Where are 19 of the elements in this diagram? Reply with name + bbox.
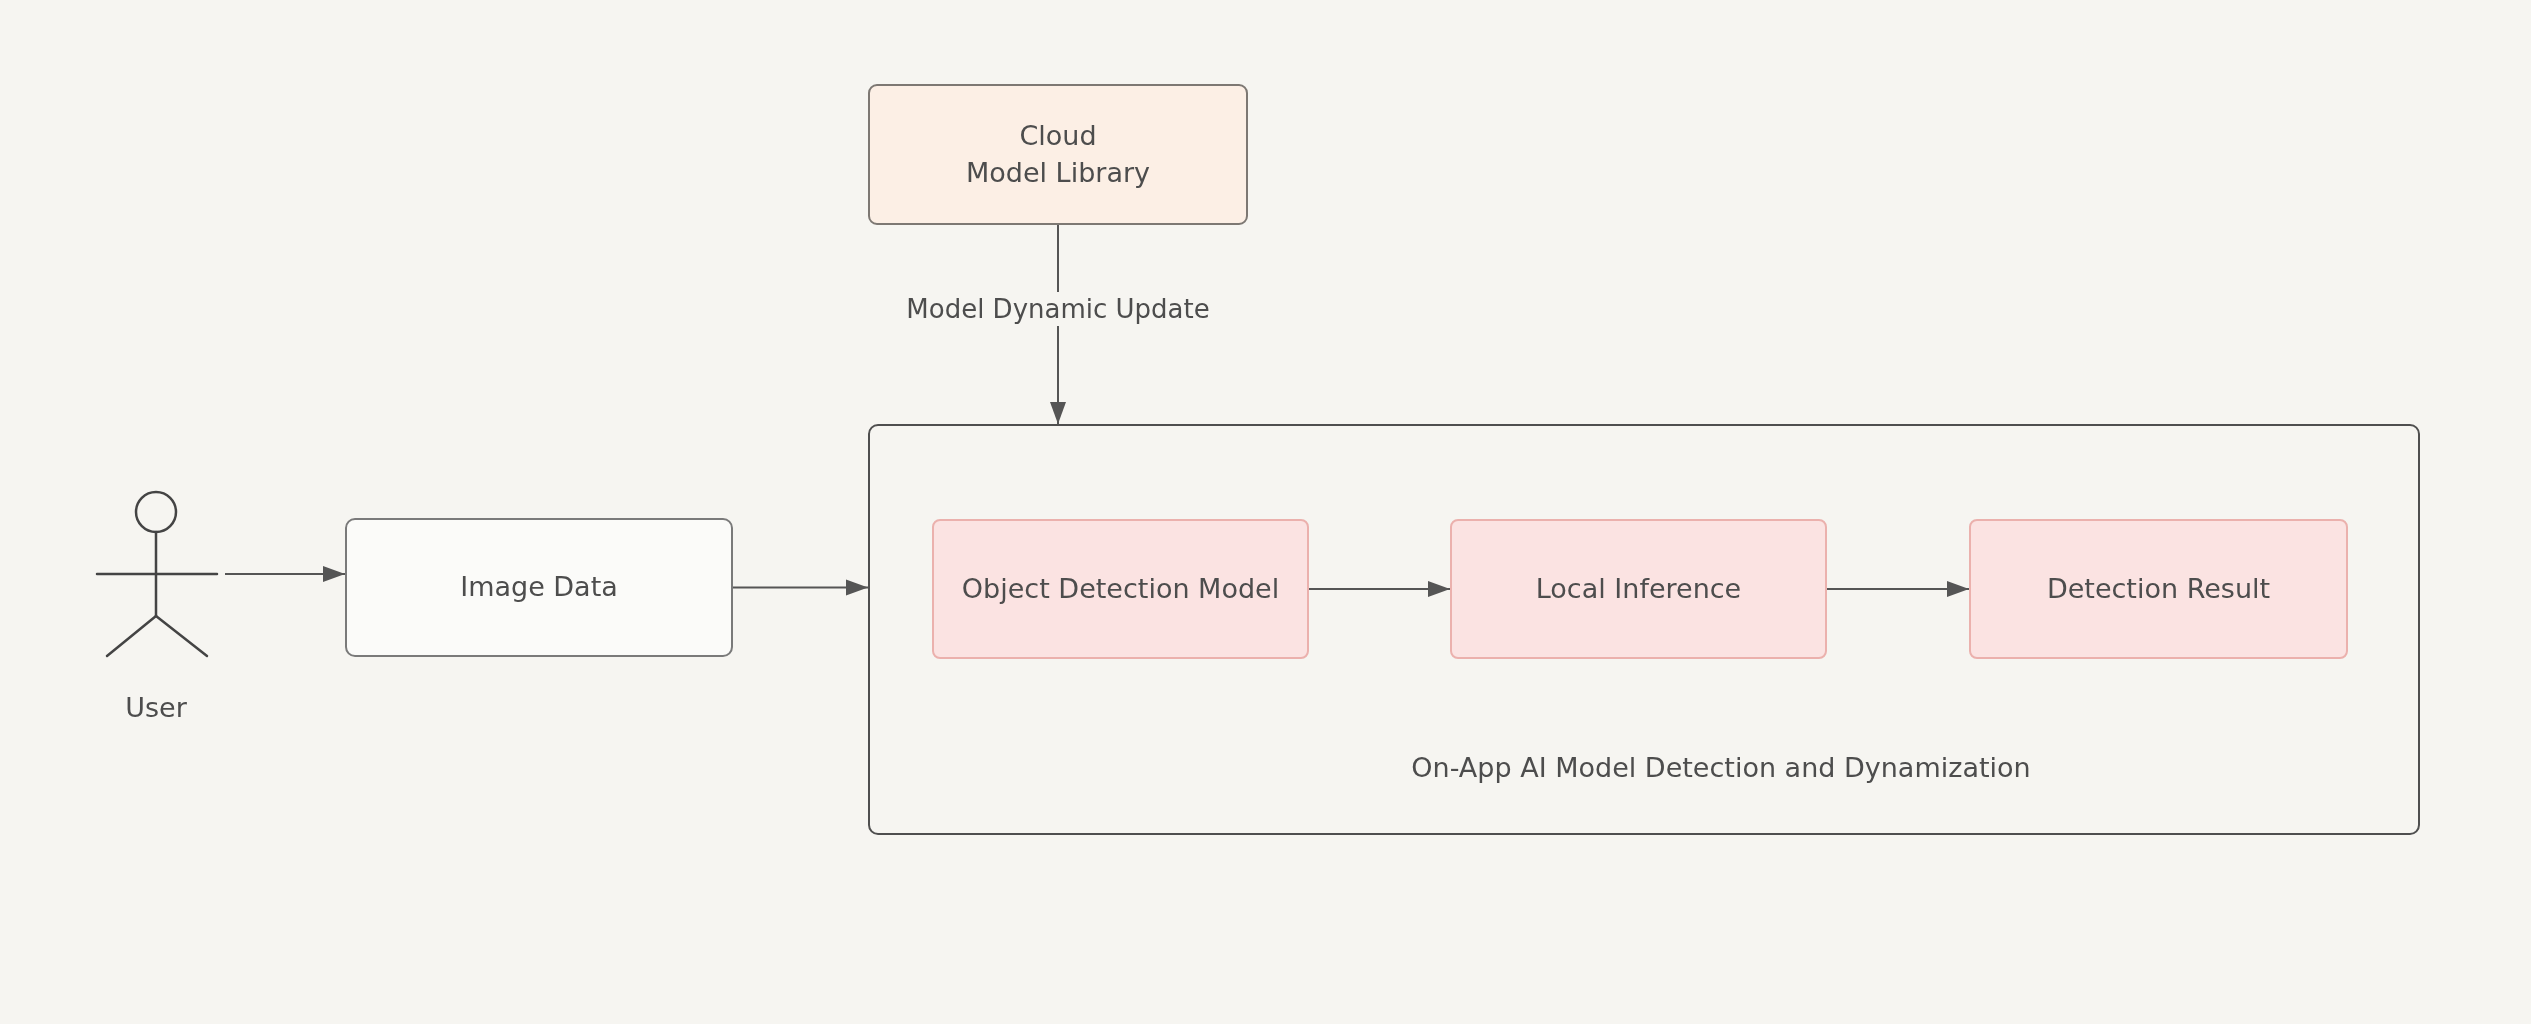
process-box xyxy=(932,519,1309,659)
arrow xyxy=(1308,581,1451,597)
box-title: Local Inference xyxy=(1535,571,1742,606)
person-icon xyxy=(95,490,219,658)
arrow xyxy=(1826,581,1970,597)
group-container xyxy=(868,424,2420,835)
process-box xyxy=(868,84,1248,225)
group-label: On-App AI Model Detection and Dynamization xyxy=(1411,751,2031,783)
arrow xyxy=(732,579,869,596)
process-box xyxy=(1450,519,1827,659)
process-box xyxy=(1969,519,2348,659)
arrow xyxy=(224,566,346,582)
process-box xyxy=(345,518,733,657)
box-title: Cloud xyxy=(1019,119,1097,154)
box-label: Model Library xyxy=(965,155,1151,190)
box-title: Object Detection Model xyxy=(961,571,1280,606)
actor-label: User xyxy=(125,691,187,723)
box-title: Detection Result xyxy=(2046,571,2271,606)
box-title: Image Data xyxy=(460,570,618,605)
